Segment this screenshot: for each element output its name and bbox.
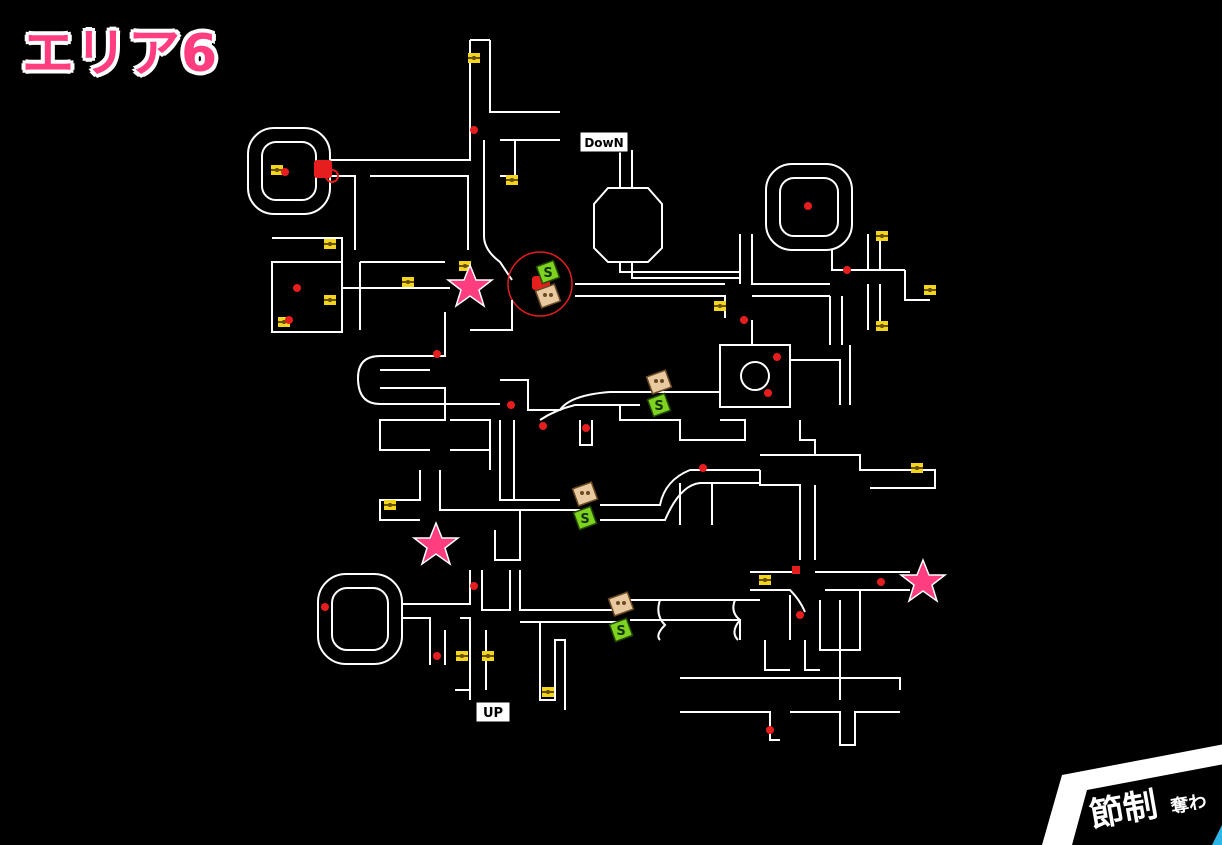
stairs-down-label: DowN bbox=[579, 131, 629, 153]
dungeon-map-svg: S bbox=[247, 39, 946, 746]
area-map: エリア6 S bbox=[22, 24, 1222, 845]
map-walls bbox=[247, 39, 936, 746]
svg-text:DowN: DowN bbox=[584, 136, 623, 150]
enemy-dot-icon bbox=[281, 126, 885, 734]
shadow-icon bbox=[534, 283, 673, 617]
corner-banner: 節制 奪わ bbox=[1042, 744, 1222, 845]
svg-text:UP: UP bbox=[483, 706, 503, 721]
safe-room-icon bbox=[535, 259, 672, 643]
stairs-up-label: UP bbox=[475, 701, 511, 723]
area-title: エリア6 bbox=[22, 24, 219, 84]
